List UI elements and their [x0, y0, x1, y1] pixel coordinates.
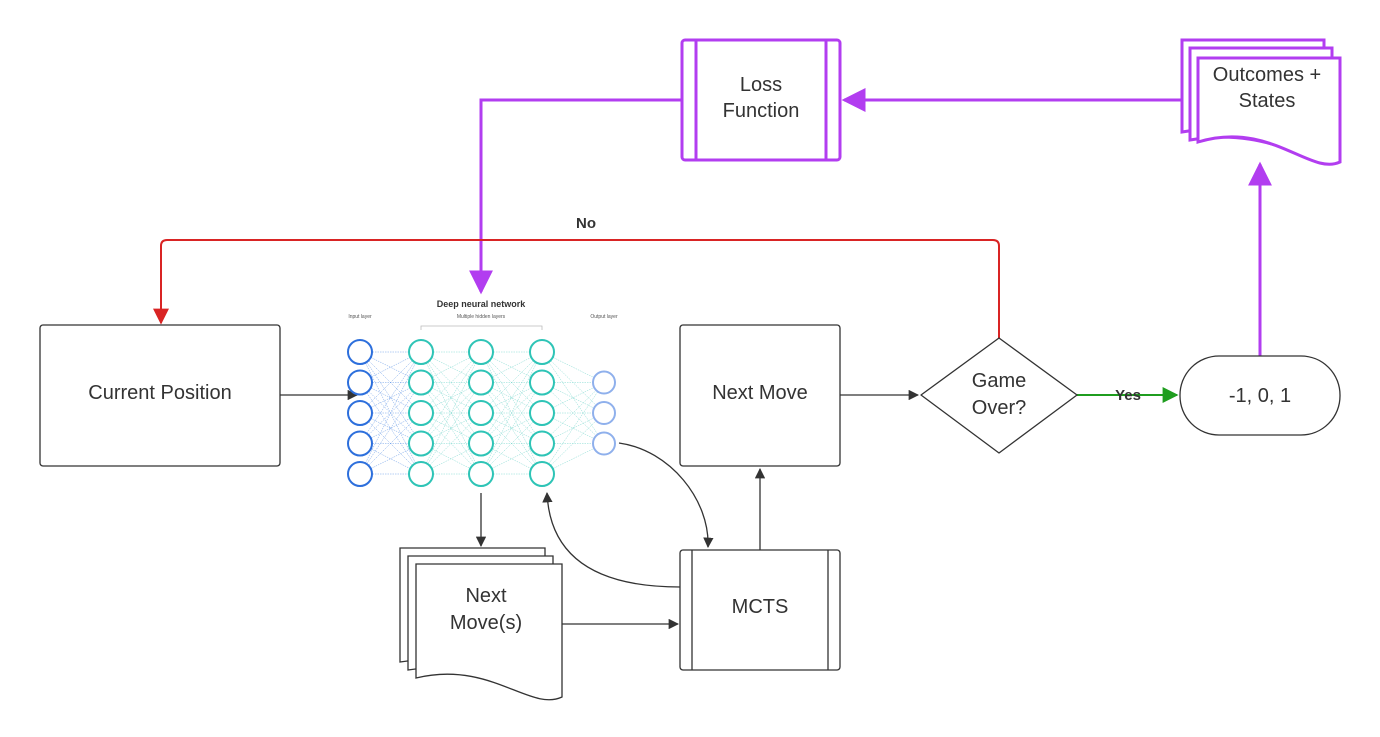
nn-connection: [541, 351, 605, 444]
nn-hidden-neuron: [408, 461, 434, 487]
nn-connection: [541, 412, 605, 475]
edge-label-yes: Yes: [1115, 387, 1141, 404]
next-move-node[interactable]: Next Move: [679, 324, 841, 467]
nn-connection: [420, 351, 482, 444]
terminal-value-node[interactable]: -1, 0, 1: [1179, 355, 1341, 436]
game-over-label-line1: Game: [972, 370, 1026, 392]
outcomes-states-documents[interactable]: Outcomes + States: [1180, 38, 1342, 166]
current-position-node[interactable]: Current Position: [39, 324, 281, 467]
nn-connection: [420, 351, 482, 444]
nn-connection: [480, 412, 543, 475]
neural-network-diagram: Deep neural network Input layer Multiple…: [347, 299, 618, 487]
nn-hidden-neuron: [529, 339, 555, 365]
nn-connection: [420, 412, 482, 475]
nn-hidden-neuron: [468, 461, 494, 487]
next-move-label: Next Move: [712, 382, 808, 404]
nn-input-neuron: [347, 400, 373, 426]
nn-output-neuron: [592, 431, 616, 456]
edge-mcts-to-network: [542, 491, 681, 588]
nn-connection: [480, 351, 543, 444]
nn-title: Deep neural network: [437, 299, 527, 309]
nn-output-label: Output layer: [590, 314, 618, 320]
game-over-decision[interactable]: Game Over?: [920, 337, 1078, 454]
nn-output-neuron: [592, 370, 616, 395]
nn-hidden-neuron: [468, 400, 494, 426]
loss-function-node[interactable]: Loss Function: [680, 38, 842, 162]
nn-connection: [359, 351, 422, 444]
nn-connection: [359, 351, 422, 475]
nn-input-neuron: [347, 339, 373, 365]
nn-connection: [420, 382, 482, 475]
nn-connection: [541, 382, 605, 475]
game-over-label-line2: Over?: [972, 397, 1026, 419]
edge-network-to-mcts: [618, 442, 714, 549]
next-moves-label-line2: Move(s): [450, 612, 522, 634]
outcomes-label-line2: States: [1239, 90, 1296, 112]
terminal-value-label: -1, 0, 1: [1229, 385, 1291, 407]
nn-hidden-neuron: [529, 369, 555, 396]
mcts-label: MCTS: [732, 596, 789, 618]
nn-hidden-neuron: [468, 339, 494, 365]
nn-hidden-neuron: [408, 339, 434, 365]
nn-connection: [420, 382, 482, 475]
nn-connection: [480, 382, 543, 475]
nn-hidden-label: Multiple hidden layers: [457, 314, 506, 320]
nn-input-neuron: [347, 461, 373, 487]
nn-hidden-neuron: [408, 369, 434, 396]
nn-hidden-neuron: [529, 400, 555, 426]
nn-input-neuron: [347, 430, 373, 457]
nn-hidden-neuron: [408, 400, 434, 426]
nn-connection: [480, 351, 543, 475]
nn-input-label: Input layer: [348, 314, 372, 320]
nn-hidden-neuron: [529, 430, 555, 457]
next-moves-documents[interactable]: Next Move(s): [399, 547, 563, 701]
outcomes-label-line1: Outcomes +: [1213, 64, 1321, 86]
nn-hidden-neuron: [468, 369, 494, 396]
nn-connection: [359, 351, 422, 414]
edge-label-no: No: [576, 215, 596, 232]
nn-connection: [420, 351, 482, 475]
mcts-node[interactable]: MCTS: [679, 549, 841, 671]
nn-connection: [420, 351, 482, 414]
loss-function-label-line2: Function: [723, 100, 800, 122]
nn-hidden-neuron: [408, 430, 434, 457]
nn-input-neuron: [347, 369, 373, 396]
nn-connection: [480, 351, 543, 444]
nn-hidden-neuron: [529, 461, 555, 487]
edge-no-loop: [153, 239, 1000, 338]
nn-hidden-neuron: [468, 430, 494, 457]
nn-neurons: [347, 339, 616, 487]
nn-connection: [480, 382, 543, 475]
edge-loss-to-network: [469, 98, 682, 295]
nn-connection: [359, 412, 422, 475]
current-position-label: Current Position: [88, 382, 231, 404]
nn-connection: [359, 351, 422, 444]
loss-function-label-line1: Loss: [740, 74, 782, 96]
nn-hidden-bracket: [420, 325, 543, 330]
nn-output-neuron: [592, 401, 616, 425]
nn-connection: [359, 382, 422, 475]
nn-connection: [541, 382, 605, 444]
next-moves-label-line1: Next: [465, 585, 507, 607]
nn-connection: [359, 382, 422, 475]
nn-connection: [480, 351, 543, 414]
